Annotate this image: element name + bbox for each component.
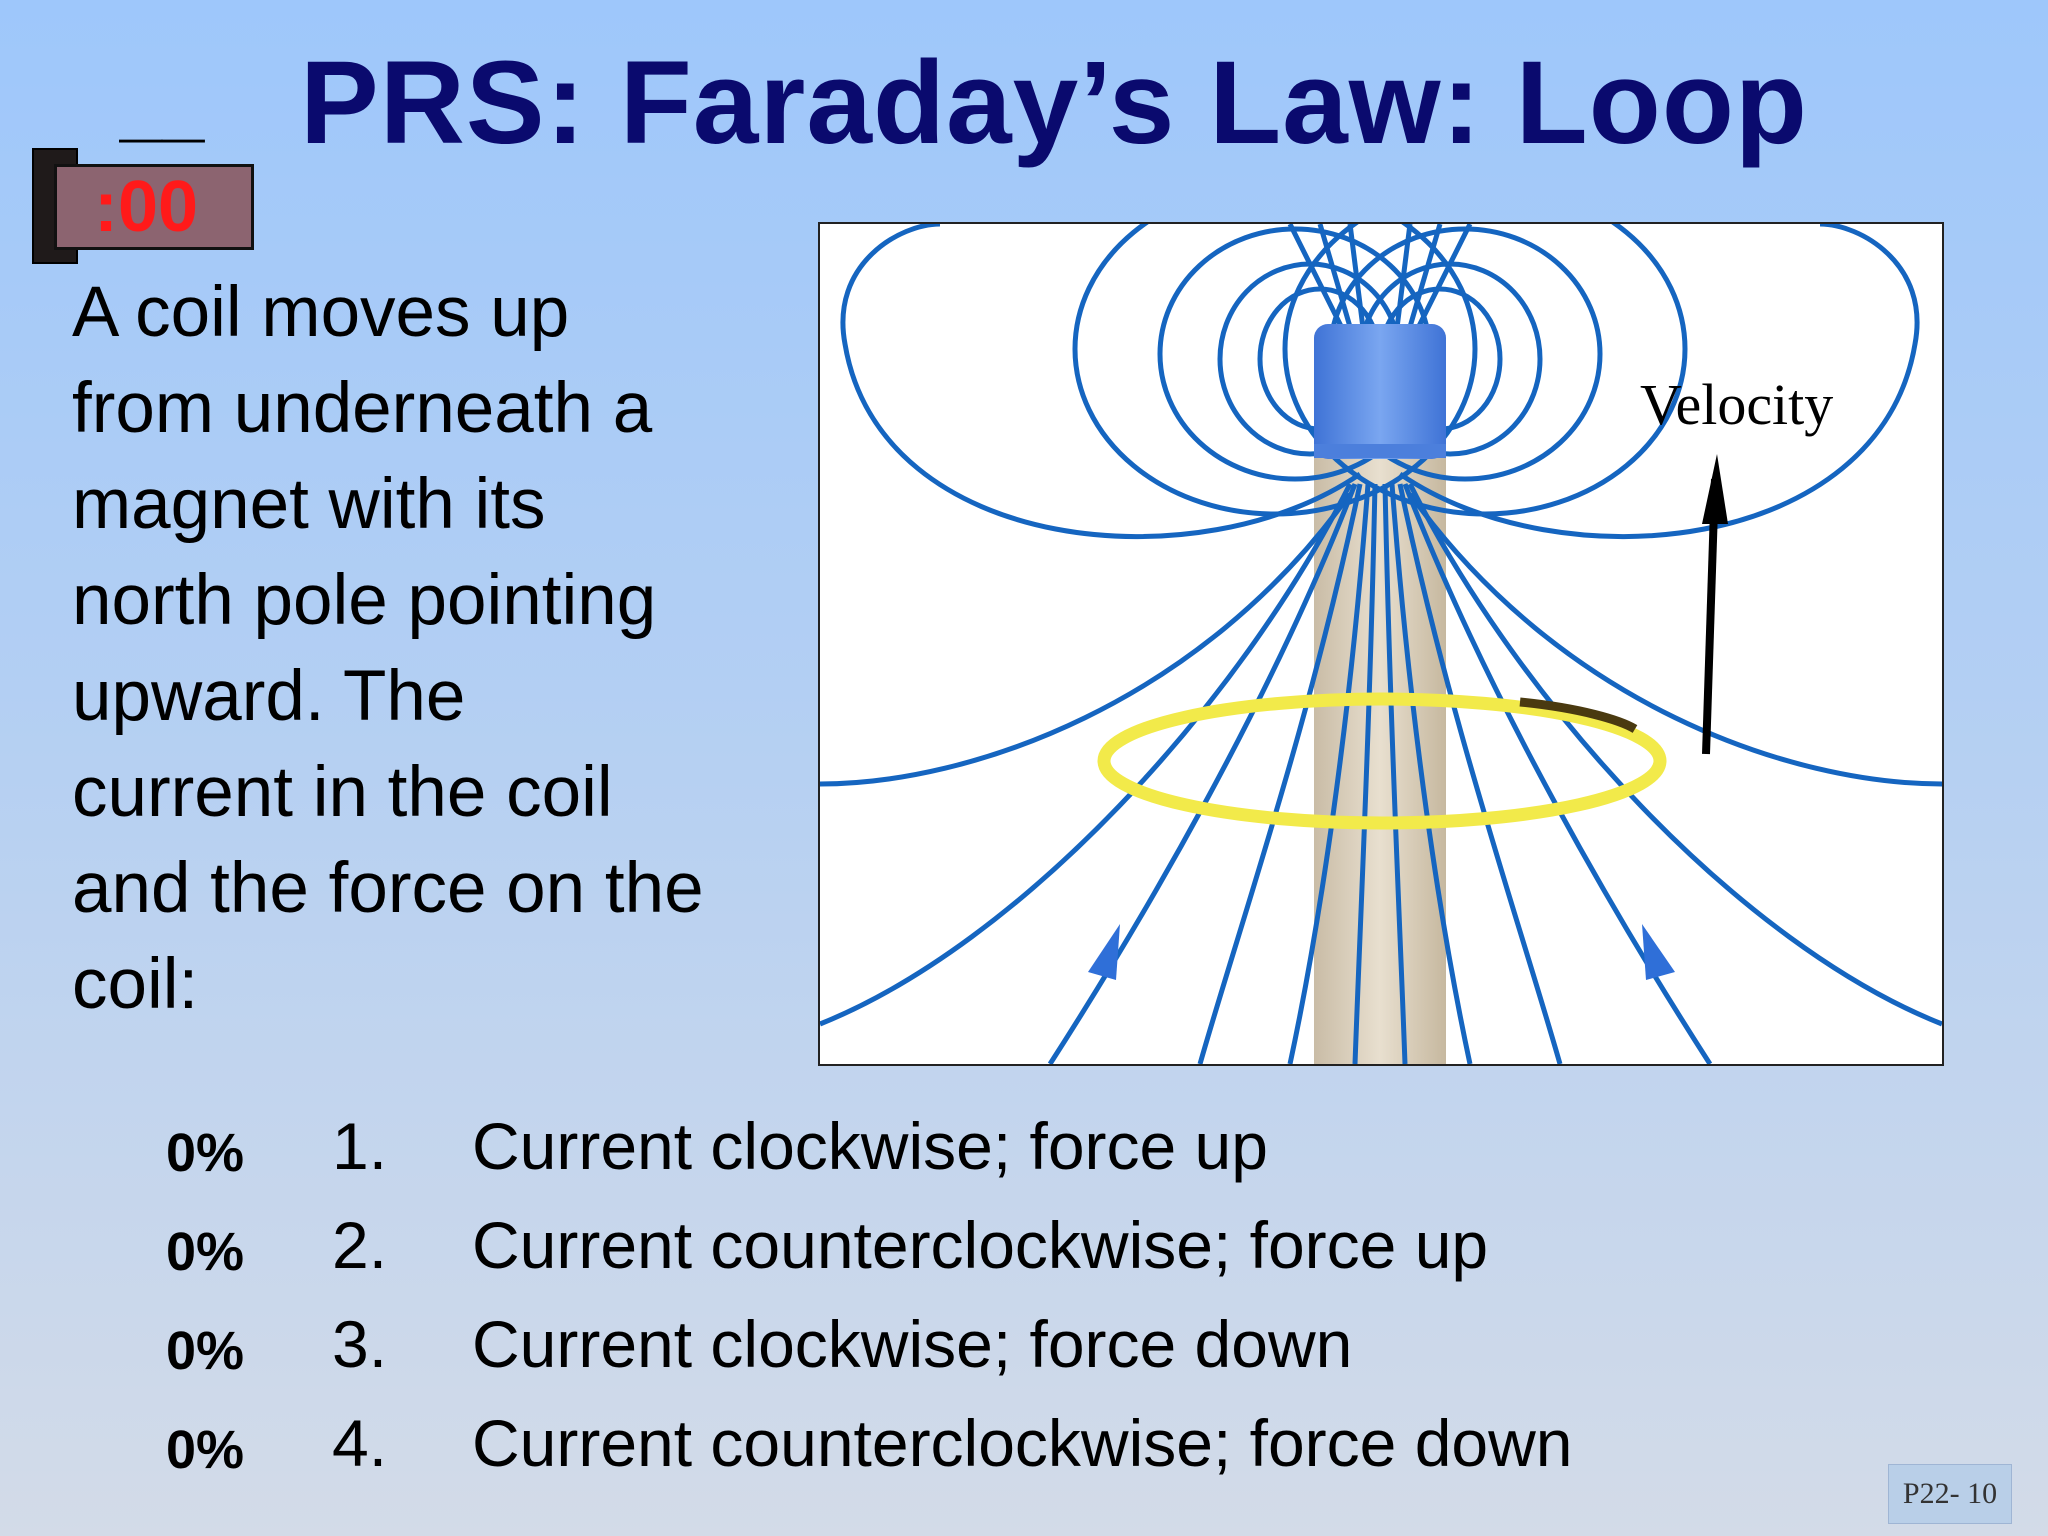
field-arrow-right-icon <box>1642 924 1675 980</box>
velocity-arrow <box>1702 478 1719 755</box>
magnet-rod <box>1314 454 1446 1064</box>
countdown-timer: :00 <box>32 144 256 264</box>
answer-option-3[interactable]: 0% 3. Current clockwise; force down <box>160 1294 1860 1393</box>
slide-title: PRS: Faraday’s Law: Loop <box>300 37 1808 169</box>
answer-list: 0% 1. Current clockwise; force up 0% 2. … <box>160 1096 1860 1492</box>
slide-number: P22- 10 <box>1888 1464 2012 1524</box>
conducting-coil <box>1097 692 1667 830</box>
answer-text: Current counterclockwise; force down <box>472 1406 1573 1480</box>
answer-percent: 0% <box>166 1321 245 1381</box>
answer-percent: 0% <box>166 1123 245 1183</box>
timer-readout: :00 <box>94 167 199 247</box>
answer-text: Current clockwise; force up <box>472 1109 1268 1183</box>
velocity-label: Velocity <box>1640 372 1833 437</box>
answer-option-4[interactable]: 0% 4. Current counterclockwise; force do… <box>160 1393 1860 1492</box>
answer-percent: 0% <box>166 1222 245 1282</box>
field-arrow-left-icon <box>1088 924 1120 980</box>
velocity-arrowhead-icon <box>1702 454 1728 524</box>
magnet-north-pole <box>1314 324 1446 459</box>
answer-number: 2. <box>332 1208 388 1282</box>
field-diagram: Velocity <box>820 224 1942 1064</box>
answer-number: 1. <box>332 1109 388 1183</box>
answer-percent: 0% <box>166 1420 245 1480</box>
answer-option-1[interactable]: 0% 1. Current clockwise; force up <box>160 1096 1860 1195</box>
timer-face <box>54 164 254 250</box>
answer-number: 4. <box>332 1406 388 1480</box>
answer-text: Current clockwise; force down <box>472 1307 1353 1381</box>
answer-number: 3. <box>332 1307 388 1381</box>
response-counter: __ <box>119 65 205 150</box>
answer-option-2[interactable]: 0% 2. Current counterclockwise; force up <box>160 1195 1860 1294</box>
question-text: A coil moves up from underneath a magnet… <box>72 273 704 1024</box>
magnet-coil-figure: Velocity <box>818 222 1944 1066</box>
answer-text: Current counterclockwise; force up <box>472 1208 1489 1282</box>
